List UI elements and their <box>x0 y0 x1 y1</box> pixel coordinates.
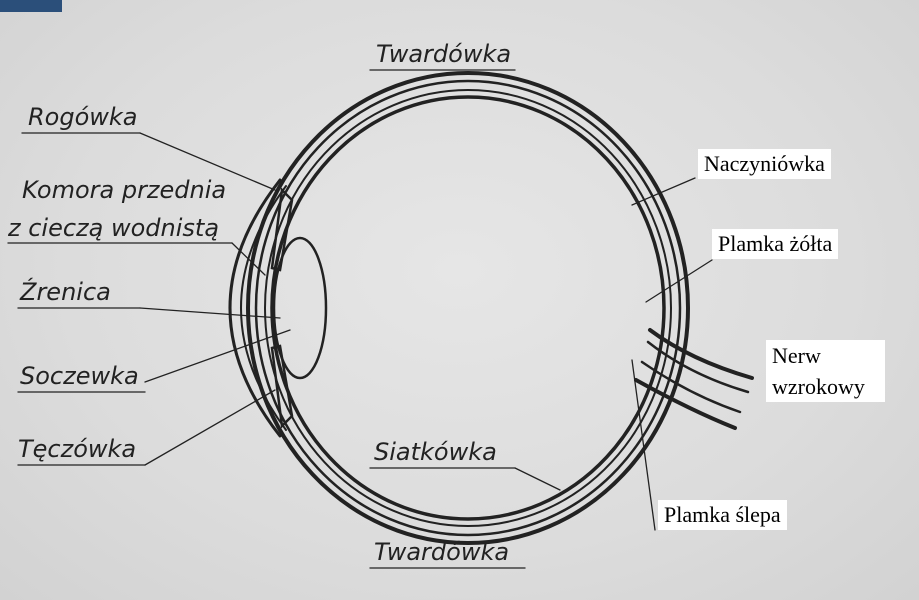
leader-soczewka <box>145 330 290 382</box>
sclera-inner <box>256 81 680 535</box>
label-soczewka: Soczewka <box>20 362 139 390</box>
sclera-outer <box>248 73 688 543</box>
leader-zrenica <box>140 308 280 318</box>
label-nerw-line1: Nerw <box>772 340 865 371</box>
label-plamka-slepa: Plamka ślepa <box>658 500 787 530</box>
label-nerw-wzrokowy: Nerw wzrokowy <box>766 340 885 402</box>
lens <box>274 238 326 378</box>
leader-siatkowka <box>515 468 560 490</box>
label-naczyniowka: Naczyniówka <box>698 149 831 179</box>
label-siatkowka: Siatkówka <box>374 438 497 466</box>
label-zrenica: Źrenica <box>19 277 111 306</box>
label-nerw-line2: wzrokowy <box>772 371 865 402</box>
label-plamka-zolta: Plamka żółta <box>712 229 838 259</box>
label-teczowka: Tęczówka <box>18 435 136 463</box>
label-twardowka-top: Twardówka <box>376 40 511 68</box>
label-komora-line1: Komora przednia <box>22 176 226 204</box>
label-rogowka: Rogówka <box>28 103 138 131</box>
label-twardowka-bottom: Twardówka <box>374 538 509 566</box>
label-komora-line2: z cieczą wodnistą <box>7 214 219 242</box>
leader-teczowka <box>145 390 275 465</box>
